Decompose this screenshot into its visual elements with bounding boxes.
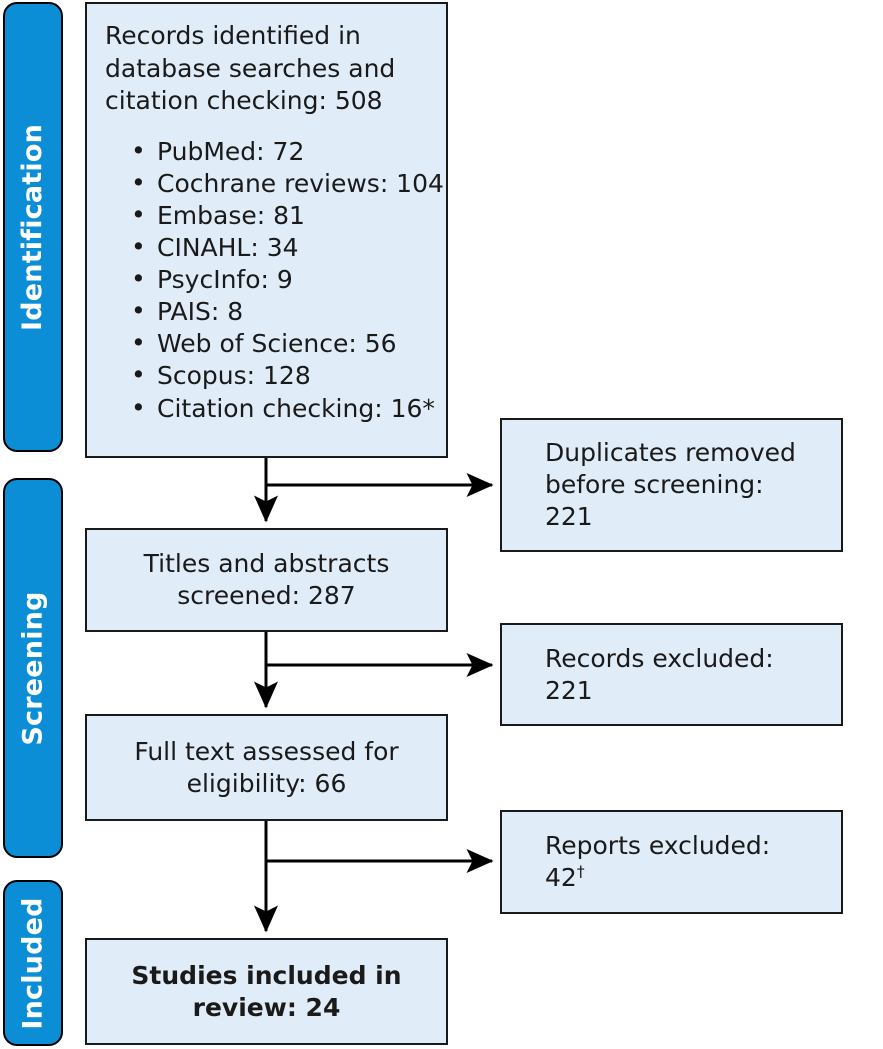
stage-label-screening: Screening [17, 590, 49, 746]
dagger-marker: † [576, 862, 585, 881]
records-identified-source-list: PubMed: 72 Cochrane reviews: 104 Embase:… [105, 134, 444, 425]
full-text-assessed-text: Full text assessed for eligibility: 66 [134, 736, 399, 798]
titles-abstracts-screened-text: Titles and abstracts screened: 287 [143, 549, 390, 610]
list-item: CINAHL: 34 [131, 231, 432, 264]
list-item: Scopus: 128 [131, 359, 432, 392]
reports-excluded-value-row: 42† [545, 862, 835, 894]
list-item: Web of Science: 56 [131, 327, 432, 360]
records-identified-headline: Records identified in database searches … [105, 21, 396, 115]
stage-pill-screening: Screening [3, 478, 63, 858]
box-full-text-assessed: Full text assessed for eligibility: 66 [85, 714, 448, 821]
connector-fulltext-to-included [254, 821, 494, 933]
stage-label-identification: Identification [17, 123, 49, 331]
connector-identified-to-screened [254, 458, 494, 523]
box-studies-included: Studies included in review: 24 [85, 938, 448, 1045]
list-item: PsycInfo: 9 [131, 263, 432, 296]
list-item: Citation checking: 16* [131, 391, 435, 425]
box-records-identified: Records identified in database searches … [85, 2, 448, 458]
list-item: Cochrane reviews: 104 [131, 167, 444, 200]
studies-included-text: Studies included in review: 24 [131, 960, 402, 1022]
reports-excluded-value: 42 [545, 863, 577, 892]
duplicates-removed-label: Duplicates removed before screening: [545, 438, 796, 499]
records-excluded-label: Records excluded: [545, 643, 774, 673]
connector-screened-to-fulltext [254, 632, 494, 709]
list-item: PAIS: 8 [131, 295, 432, 328]
box-duplicates-removed: Duplicates removed before screening: 221 [500, 418, 843, 552]
duplicates-removed-value: 221 [545, 502, 593, 531]
stage-pill-identification: Identification [3, 2, 63, 452]
stage-label-included: Included [17, 896, 49, 1030]
box-reports-excluded: Reports excluded: 42† [500, 810, 843, 914]
box-records-excluded: Records excluded: 221 [500, 623, 843, 726]
reports-excluded-label: Reports excluded: [545, 831, 771, 860]
box-titles-abstracts-screened: Titles and abstracts screened: 287 [85, 528, 448, 632]
list-item: Embase: 81 [131, 199, 432, 232]
records-excluded-value: 221 [545, 675, 593, 705]
stage-pill-included: Included [3, 880, 63, 1046]
list-item: PubMed: 72 [131, 134, 432, 168]
